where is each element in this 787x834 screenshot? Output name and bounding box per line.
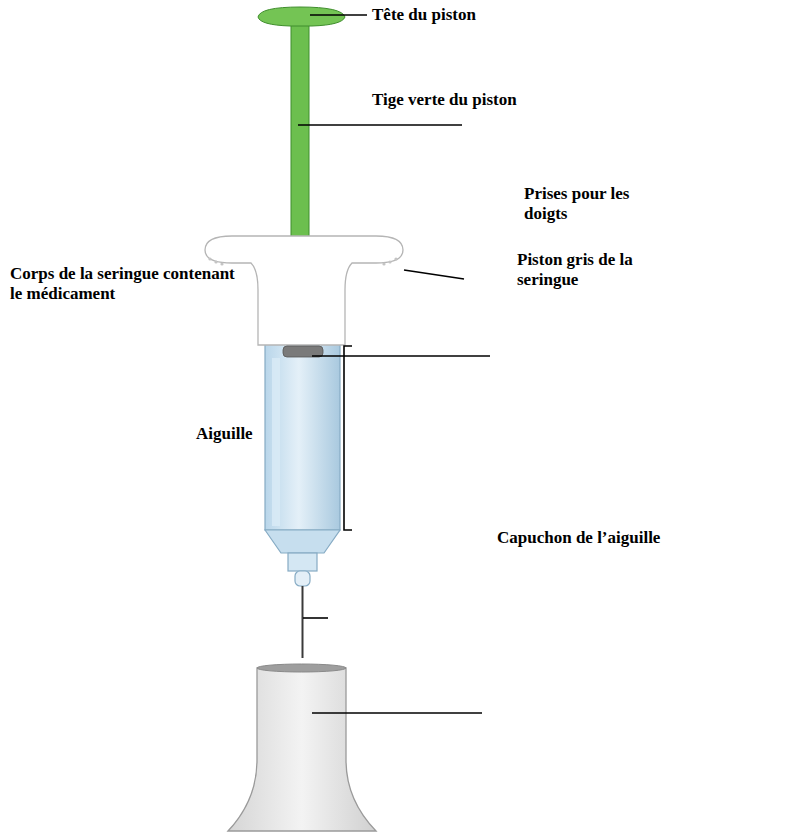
part-label: Prises pour les doigts xyxy=(524,184,674,224)
leader-line xyxy=(298,124,462,126)
plunger-head xyxy=(258,7,345,26)
part-label: Piston gris de la seringue xyxy=(517,250,645,290)
barrel-taper xyxy=(265,530,340,553)
needle-cap xyxy=(228,668,376,831)
plunger-rod xyxy=(291,20,309,242)
grip-ridges xyxy=(208,257,397,265)
part-label: Tête du piston xyxy=(372,5,476,25)
leader-lines xyxy=(298,15,490,713)
part-label: Aiguille xyxy=(196,424,253,444)
needle-hub xyxy=(295,571,310,586)
leader-line xyxy=(312,355,490,357)
part-label: Capuchon de l’aiguille xyxy=(497,528,660,548)
leader-line xyxy=(310,14,367,16)
syringe-barrel xyxy=(265,340,340,530)
cap-opening xyxy=(257,664,346,672)
part-label: Corps de la seringue contenant le médica… xyxy=(10,264,242,304)
leader-line xyxy=(303,617,328,619)
part-label: Tige verte du piston xyxy=(372,90,517,110)
barrel-highlight xyxy=(272,358,280,526)
needle xyxy=(302,586,304,658)
finger-flange xyxy=(205,236,403,345)
leader-line xyxy=(312,712,482,714)
bracket xyxy=(344,346,352,530)
syringe-nozzle xyxy=(288,553,317,571)
leader-line xyxy=(404,270,464,279)
